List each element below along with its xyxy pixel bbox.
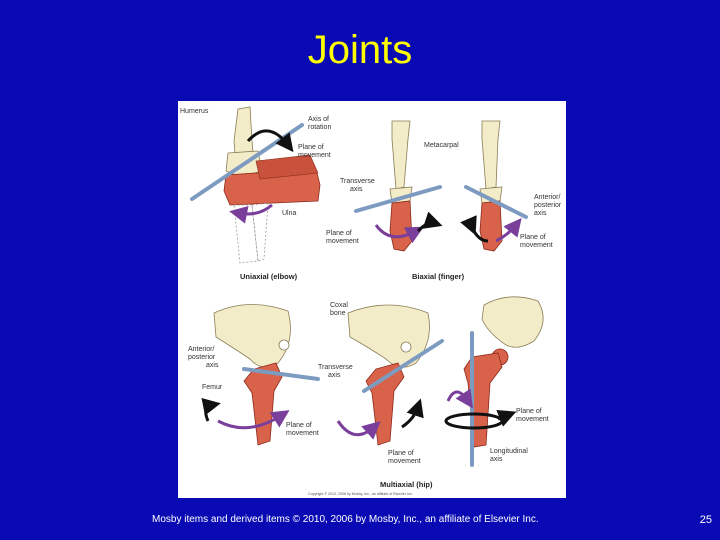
femur-right [464, 353, 502, 447]
label-plane-2: movement [298, 152, 331, 159]
label-coxal-2: bone [330, 310, 346, 317]
caption-multiaxial: Multiaxial (hip) [380, 480, 433, 489]
extension-arrow [238, 205, 272, 214]
label-plane-1: Plane of [298, 144, 324, 151]
caption-biaxial: Biaxial (finger) [412, 272, 465, 281]
label-transverse-1: Transverse [340, 178, 375, 185]
label-metacarpal: Metacarpal [424, 142, 459, 149]
label-hip-ap-3: axis [206, 362, 219, 369]
label-ap-1: Anterior/ [534, 194, 561, 201]
label-plane-c-2: movement [516, 416, 549, 423]
caption-uniaxial: Uniaxial (elbow) [240, 272, 298, 281]
label-plane-c-1: Plane of [516, 408, 542, 415]
label-plane-a-2: movement [286, 430, 319, 437]
metacarpal-right [482, 121, 500, 189]
label-plane-a-1: Plane of [286, 422, 312, 429]
flexion-arrow [248, 131, 288, 145]
joints-illustration: Humerus Axis of rotation Plane of moveme… [178, 101, 566, 498]
slide-footer: Mosby items and derived items © 2010, 20… [152, 514, 539, 525]
label-plane-right-2: movement [520, 242, 553, 249]
label-axis-of-rotation-1: Axis of [308, 116, 329, 123]
joints-figure: Humerus Axis of rotation Plane of moveme… [178, 101, 566, 498]
label-hip-ap-2: posterior [188, 354, 216, 361]
label-hip-transverse-2: axis [328, 372, 341, 379]
label-hip-ap-1: Anterior/ [188, 346, 215, 353]
label-plane-left-2: movement [326, 238, 359, 245]
finger-right-phalanx [480, 201, 502, 251]
label-longitudinal-1: Longitudinal [490, 448, 528, 455]
label-ulna: Ulna [282, 210, 297, 217]
biaxial-finger-drawing [356, 121, 526, 251]
figure-copyright: Copyright © 2010, 2006 by Mosby, Inc., a… [308, 492, 413, 496]
label-plane-b-1: Plane of [388, 450, 414, 457]
label-coxal-1: Coxal [330, 302, 348, 309]
coxal-bone-right [482, 297, 543, 347]
label-hip-transverse-1: Transverse [318, 364, 353, 371]
label-axis-of-rotation-2: rotation [308, 124, 331, 131]
label-plane-right-1: Plane of [520, 234, 546, 241]
label-longitudinal-2: axis [490, 456, 503, 463]
multiaxial-hip-drawing [206, 297, 543, 465]
page-number: 25 [700, 514, 712, 526]
label-plane-left-1: Plane of [326, 230, 352, 237]
label-femur: Femur [202, 384, 223, 391]
label-plane-b-2: movement [388, 458, 421, 465]
uniaxial-elbow-drawing [192, 107, 320, 263]
label-humerus: Humerus [180, 108, 209, 115]
slide-title: Joints [0, 28, 720, 73]
label-ap-3: axis [534, 210, 547, 217]
finger-left-phalanx [390, 201, 412, 251]
metacarpal-left [392, 121, 410, 189]
label-ap-2: posterior [534, 202, 562, 209]
coxal-bone-left [214, 304, 290, 367]
label-transverse-2: axis [350, 186, 363, 193]
